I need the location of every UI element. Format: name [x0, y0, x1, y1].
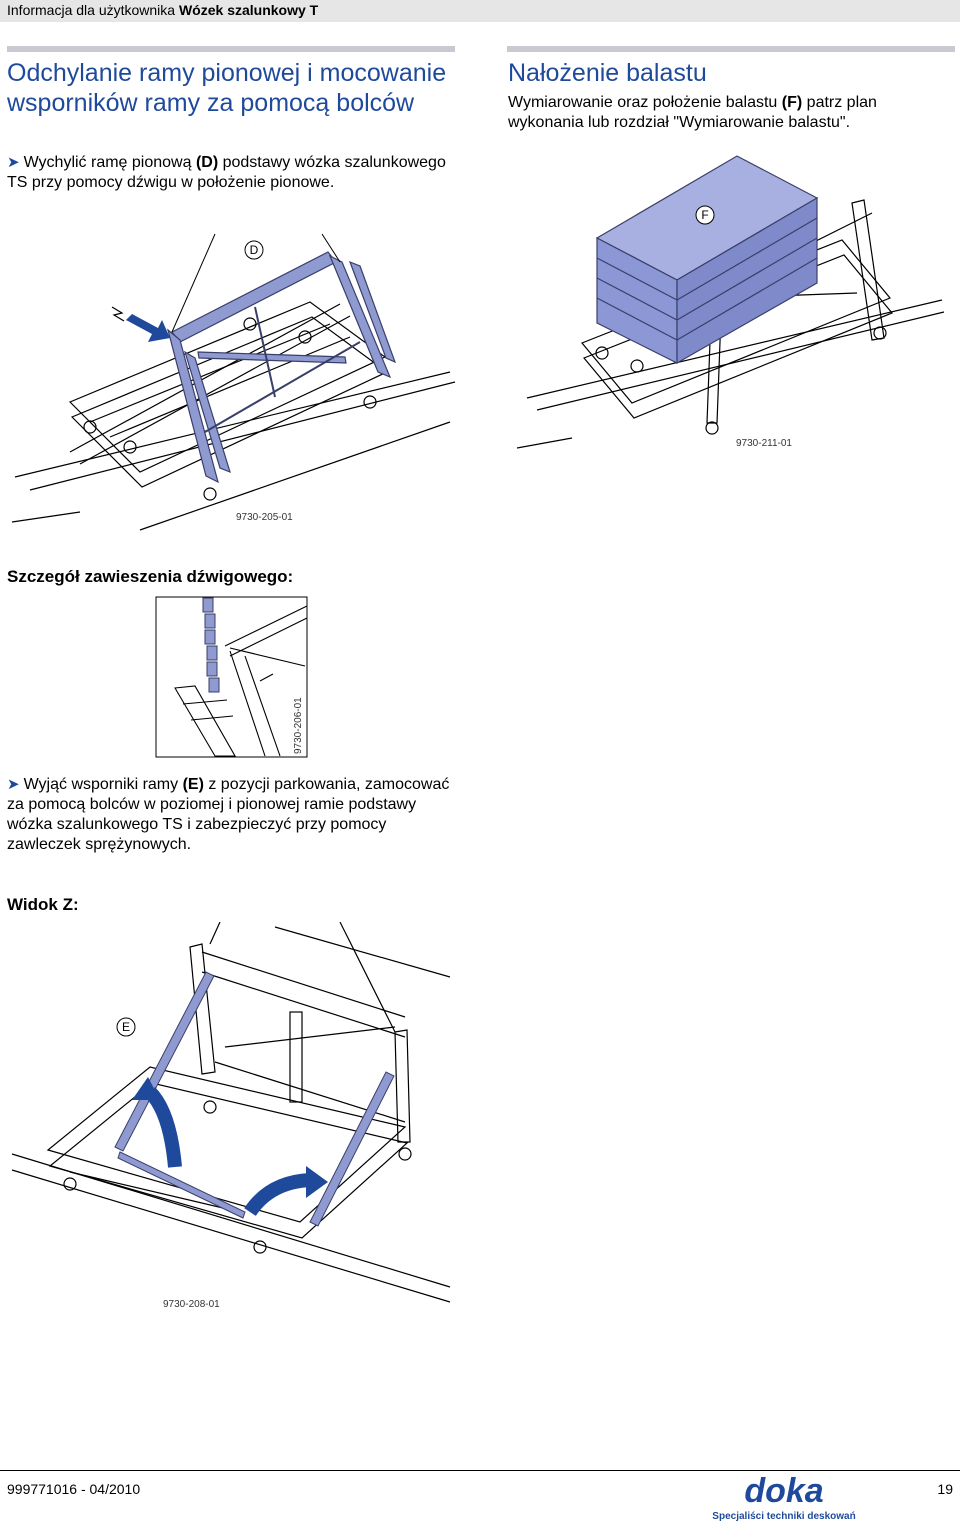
detail-heading: Szczegół zawieszenia dźwigowego: [7, 567, 294, 586]
step-1-text-b: podstawy wózka szalunkowego TS przy pomo… [7, 154, 446, 191]
doka-logo: doka Specjaliści techniki deskowań [712, 1476, 855, 1522]
logo-wordmark: doka [744, 1476, 823, 1510]
section-bar-right [507, 46, 955, 52]
arrow-icon: ➤ [7, 776, 20, 793]
step-1-ref: (D) [195, 154, 219, 171]
footer-doc-number: 999771016 - 04/2010 [7, 1481, 141, 1497]
ballast-text-a: Wymiarowanie oraz położenie balastu [508, 94, 782, 111]
step-1: ➤Wychylić ramę pionową (D) podstawy wózk… [7, 153, 452, 193]
label-e: E [122, 1020, 130, 1034]
figure-code-206: 9730-206-01 [293, 697, 304, 754]
figure-code-211: 9730-211-01 [736, 438, 792, 449]
figure-ballast: F 9730-211-01 [516, 155, 945, 449]
step-2-text-a: Wyjąć wsporniki ramy [23, 776, 183, 793]
header-product: Wózek szalunkowy T [178, 2, 319, 18]
logo-tagline: Specjaliści techniki deskowań [712, 1511, 855, 1522]
ballast-text: Wymiarowanie oraz położenie balastu (F) … [508, 93, 953, 133]
ballast-ref: (F) [781, 94, 803, 111]
section-title-left: Odchylanie ramy pionowej i mocowanie wsp… [7, 59, 447, 117]
figure-crane-detail: 9730-206-01 [155, 596, 308, 758]
step-2: ➤Wyjąć wsporniki ramy (E) z pozycji park… [7, 775, 452, 855]
header-prefix: Informacja dla użytkownika [7, 2, 176, 18]
section-bar-left [7, 46, 455, 52]
ballast-text-b: patrz plan wykonania lub rozdział "Wymia… [508, 94, 877, 131]
step-1-text-a: Wychylić ramę pionową [23, 154, 196, 171]
figure-view-z: E 9730-208-01 [11, 922, 451, 1310]
page-number: 19 [937, 1481, 953, 1497]
step-2-ref: (E) [182, 776, 204, 793]
arrow-icon: ➤ [7, 154, 20, 171]
figure-code-208: 9730-208-01 [163, 1299, 220, 1310]
figure-frame-tilt: D 9730-205-01 [11, 233, 456, 531]
label-d: D [250, 243, 259, 257]
view-heading: Widok Z: [7, 895, 79, 914]
step-2-text-b: z pozycji parkowania, zamocować za pomoc… [7, 776, 450, 853]
header-text: Informacja dla użytkownika Wózek szalunk… [7, 2, 318, 18]
page-header: Informacja dla użytkownika Wózek szalunk… [0, 0, 960, 22]
label-f: F [701, 208, 708, 222]
section-title-right: Nałożenie balastu [508, 59, 707, 87]
footer-rule [0, 1470, 960, 1471]
figure-code-205: 9730-205-01 [236, 512, 293, 523]
